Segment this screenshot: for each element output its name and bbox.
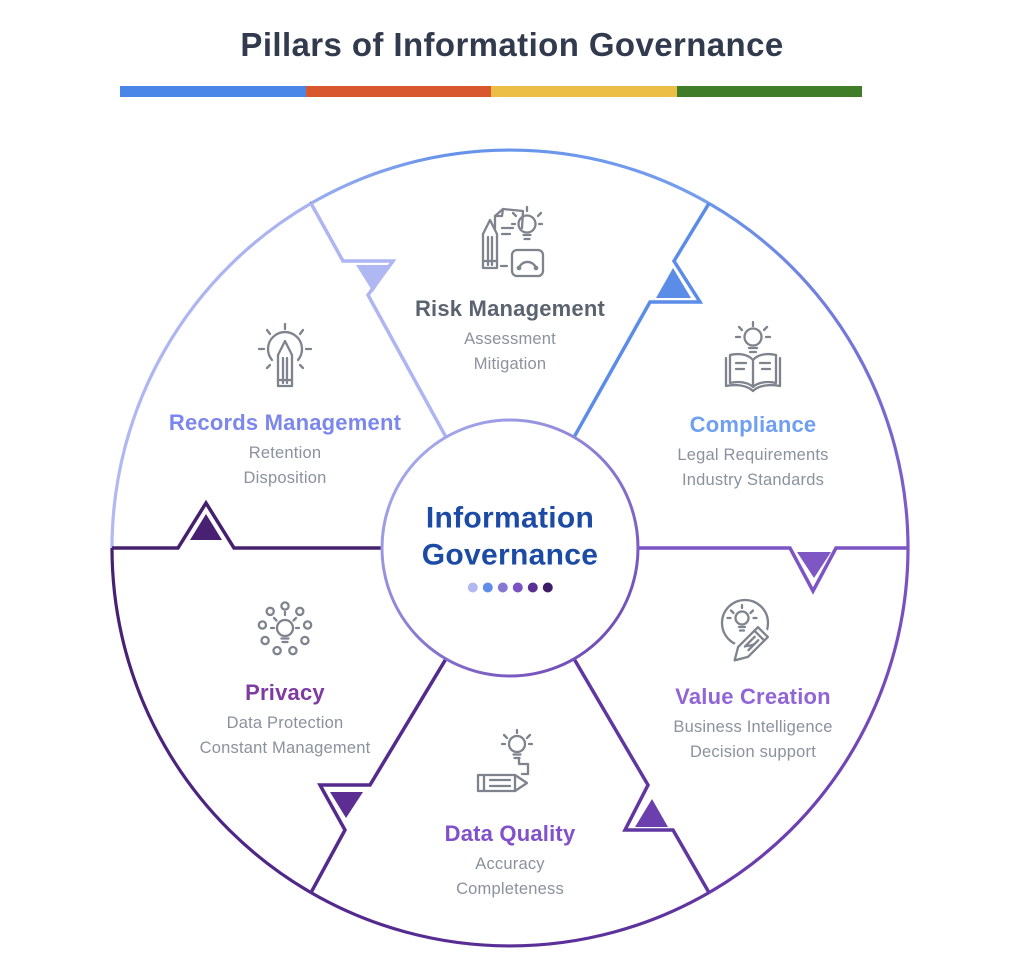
- arrow-down-bottom-left: [330, 792, 363, 818]
- arrow-up-top-right: [656, 268, 691, 298]
- boundary-data-privacy: [309, 657, 448, 894]
- segment-risk-management: Risk Management Assessment Mitigation: [345, 204, 675, 377]
- arc-value-creation: [708, 547, 910, 894]
- segment-subitem: Assessment: [464, 330, 556, 348]
- dot: [497, 582, 508, 593]
- arc-records: [110, 202, 312, 549]
- center-label: Information Governance: [422, 500, 598, 593]
- arrow-up-bottom-right: [635, 799, 668, 827]
- segment-subitem: Decision support: [689, 743, 817, 761]
- arc-data-quality: [310, 891, 710, 948]
- title-divider-bar: [120, 86, 862, 97]
- lightbulb-pencil-circle-icon: [711, 592, 795, 676]
- open-book-lightbulb-icon: [711, 320, 795, 404]
- segment-subitem: Legal Requirements: [677, 446, 829, 464]
- boundary-risk-compliance: [572, 202, 711, 439]
- bar-segment-blue: [120, 86, 306, 97]
- segment-title: Compliance: [689, 412, 817, 437]
- segment-subitem: Accuracy: [475, 855, 545, 873]
- segment-privacy: Privacy Data Protection Constant Managem…: [120, 588, 450, 761]
- segment-subitem: Industry Standards: [681, 471, 825, 489]
- segment-data-quality: Data Quality Accuracy Completeness: [345, 728, 675, 902]
- center-title-line1: Information: [425, 501, 595, 535]
- outer-ring: [110, 148, 910, 948]
- segment-subitem: Disposition: [243, 469, 327, 487]
- segment-title: Value Creation: [675, 684, 831, 709]
- segment-title: Records Management: [168, 410, 402, 435]
- segment-subitem: Completeness: [456, 880, 564, 898]
- segment-subitem: Business Intelligence: [673, 718, 833, 736]
- arc-compliance: [708, 202, 910, 549]
- lightbulb-dot-ring-icon: [243, 588, 327, 672]
- segment-value-creation: Value Creation Business Intelligence Dec…: [588, 592, 918, 765]
- segment-subitem: Retention: [248, 444, 322, 462]
- segment-title: Privacy: [245, 680, 325, 705]
- arc-risk: [310, 148, 710, 205]
- arc-privacy: [110, 547, 312, 894]
- segment-boundaries: [112, 202, 908, 894]
- segment-subitem: Constant Management: [199, 739, 371, 757]
- flow-arrows: [190, 265, 831, 827]
- bar-segment-green: [676, 86, 862, 97]
- arrow-up-left: [190, 514, 222, 540]
- arrow-down-right: [797, 552, 831, 578]
- pencil-wire-lightbulb-icon: [468, 728, 552, 813]
- segment-title: Data Quality: [444, 821, 576, 846]
- boundary-value-data: [572, 657, 711, 894]
- dot: [527, 582, 538, 593]
- segment-subitem: Data Protection: [226, 714, 344, 732]
- page-title: Pillars of Information Governance: [240, 26, 784, 63]
- bar-segment-yellow: [491, 86, 677, 97]
- document-pencil-lightbulb-gauge-icon: [468, 204, 552, 288]
- dot: [467, 582, 478, 593]
- boundary-privacy-records: [112, 499, 382, 550]
- segment-title: Risk Management: [414, 296, 606, 321]
- boundary-compliance-value: [638, 546, 908, 595]
- segment-subitem: Mitigation: [473, 355, 547, 373]
- segment-compliance: Compliance Legal Requirements Industry S…: [588, 320, 918, 493]
- center-title-line2: Governance: [421, 538, 599, 572]
- dot: [512, 582, 523, 593]
- arrow-down-top-left: [356, 265, 391, 292]
- pencil-idea-rays-icon: [243, 318, 327, 402]
- dot: [542, 582, 553, 593]
- boundary-records-risk: [309, 202, 448, 439]
- center-title: Information Governance: [422, 500, 598, 574]
- dot: [482, 582, 493, 593]
- segment-records-management: Records Management Retention Disposition: [120, 318, 450, 491]
- center-dots: [422, 582, 598, 593]
- center-circle: [380, 418, 640, 678]
- bar-segment-red: [305, 86, 491, 97]
